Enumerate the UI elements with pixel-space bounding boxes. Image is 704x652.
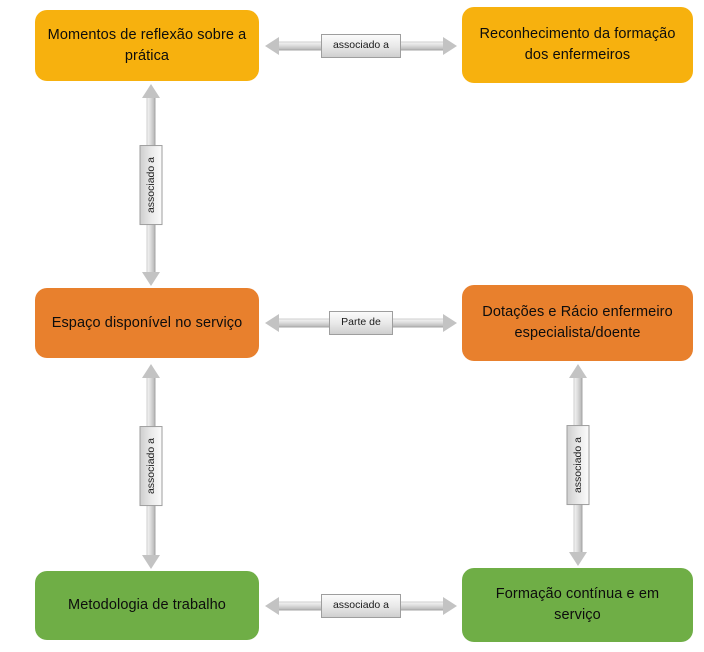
arrow-head-up-icon bbox=[142, 84, 160, 98]
arrow-head-up-icon bbox=[569, 364, 587, 378]
arrow-head-down-icon bbox=[142, 272, 160, 286]
connector-left-upper-vertical: associado a bbox=[138, 84, 164, 286]
node-label: Espaço disponível no serviço bbox=[51, 314, 243, 331]
arrow-head-left-icon bbox=[265, 597, 279, 615]
node-momentos-de-reflexao[interactable]: Momentos de reflexão sobre a prática bbox=[35, 10, 259, 81]
arrow-head-down-icon bbox=[142, 555, 160, 569]
connector-label: Parte de bbox=[329, 311, 393, 335]
connector-middle-horizontal: Parte de bbox=[265, 310, 457, 336]
arrow-head-down-icon bbox=[569, 552, 587, 566]
node-label: Metodologia de trabalho bbox=[68, 597, 226, 614]
connector-label: associado a bbox=[320, 34, 402, 58]
node-formacao-continua[interactable]: Formação contínua e em serviço bbox=[462, 568, 693, 642]
node-label: Reconhecimento da formação dos enfermeir… bbox=[479, 26, 676, 63]
node-reconhecimento-da-formacao[interactable]: Reconhecimento da formação dos enfermeir… bbox=[462, 7, 693, 83]
connector-label: associado a bbox=[320, 594, 402, 618]
connector-right-lower-vertical: associado a bbox=[565, 364, 591, 566]
connector-label: associado a bbox=[566, 424, 590, 506]
arrow-head-right-icon bbox=[443, 597, 457, 615]
arrow-head-right-icon bbox=[443, 314, 457, 332]
node-label: Momentos de reflexão sobre a prática bbox=[47, 26, 247, 64]
node-label: Dotações e Rácio enfermeiro especialista… bbox=[482, 304, 673, 341]
connector-bottom-horizontal: associado a bbox=[265, 593, 457, 619]
connector-top-horizontal: associado a bbox=[265, 33, 457, 59]
arrow-head-left-icon bbox=[265, 37, 279, 55]
arrow-head-left-icon bbox=[265, 314, 279, 332]
connector-left-lower-vertical: associado a bbox=[138, 364, 164, 569]
connector-label: associado a bbox=[139, 144, 163, 226]
arrow-head-right-icon bbox=[443, 37, 457, 55]
arrow-head-up-icon bbox=[142, 364, 160, 378]
connector-label: associado a bbox=[139, 426, 163, 507]
node-dotacoes-e-racio[interactable]: Dotações e Rácio enfermeiro especialista… bbox=[462, 285, 693, 361]
node-label: Formação contínua e em serviço bbox=[495, 586, 660, 623]
node-espaco-disponivel[interactable]: Espaço disponível no serviço bbox=[35, 288, 259, 358]
node-metodologia-de-trabalho[interactable]: Metodologia de trabalho bbox=[35, 571, 259, 640]
